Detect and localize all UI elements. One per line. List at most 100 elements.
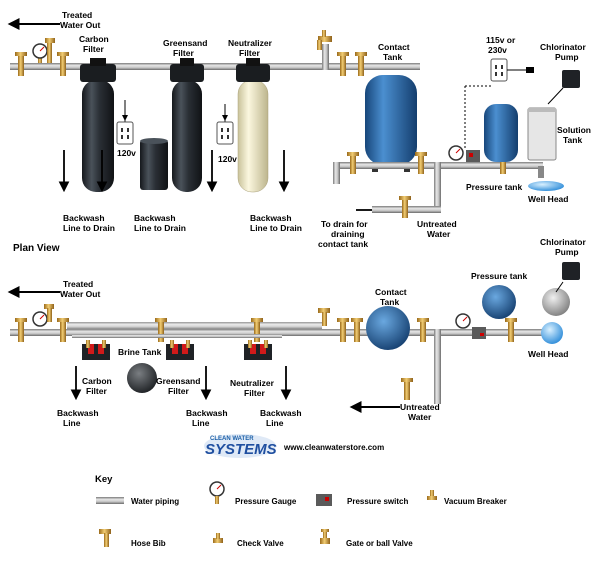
hose-bib-icon (317, 30, 332, 50)
plan-carbon-label-2: Filter (86, 386, 107, 396)
pressure-switch-icon (316, 494, 332, 506)
plan-backwash-carbon-2: Line (63, 418, 81, 428)
carbon-filter-label-2: Filter (83, 44, 104, 54)
carbon-filter-label-1: Carbon (79, 34, 109, 44)
plan-treated-label-2: Water Out (60, 289, 100, 299)
plan-untreated-label-2: Water (408, 412, 432, 422)
key-hose-bib: Hose Bib (131, 539, 166, 548)
outlet-icon (464, 58, 534, 150)
solution-tank-label-1: Solution (557, 125, 591, 135)
well-head-label: Well Head (528, 194, 568, 204)
backwash-greensand-label-2: Line to Drain (134, 223, 186, 233)
key-pressure-gauge: Pressure Gauge (235, 497, 297, 506)
plan-backwash-neutralizer-1: Backwash (260, 408, 302, 418)
voltage-label-2: 230v (488, 45, 507, 55)
contact-tank-label-2: Tank (383, 52, 402, 62)
plan-backwash-greensand-1: Backwash (186, 408, 228, 418)
plan-untreated-pipe (434, 329, 441, 404)
drain-label-2: draining (331, 229, 365, 239)
plan-carbon-filter (82, 340, 110, 360)
plan-contact-label-2: Tank (380, 297, 399, 307)
plan-chlorinator-pump (542, 262, 580, 316)
hose-bib-icon (99, 529, 111, 547)
key-check-valve: Check Valve (237, 539, 284, 548)
neutralizer-filter-label-2: Filter (239, 48, 260, 58)
plan-contact-tank (366, 306, 410, 350)
well-head (528, 166, 564, 191)
untreated-label-2: Water (427, 229, 451, 239)
gate-valve-icon (15, 318, 517, 400)
elevation-main-pipe (10, 63, 420, 70)
pressure-gauge-icon (32, 311, 471, 329)
pressure-gauge-icon (209, 481, 225, 504)
hose-bib-icon (45, 38, 55, 63)
backwash-carbon-label-1: Backwash (63, 213, 105, 223)
chlorinator-pump-label-1: Chlorinator (540, 42, 586, 52)
gate-valve-icon (320, 529, 330, 544)
key-pressure-switch: Pressure switch (347, 497, 408, 506)
plan-chlorinator-label-2: Pump (555, 247, 579, 257)
key-title: Key (95, 474, 113, 485)
plan-pressure-tank (482, 285, 516, 319)
plan-main-pipe (10, 329, 374, 336)
plan-well-head-label: Well Head (528, 349, 568, 359)
greensand-filter-tank (170, 58, 204, 192)
plan-backwash-arrows (70, 366, 292, 401)
water-piping-icon (96, 497, 124, 504)
plan-neutralizer-label-1: Neutralizer (230, 378, 275, 388)
check-valve-icon (213, 533, 223, 543)
backwash-arrows (58, 150, 290, 193)
plan-greensand-label-1: Greensand (156, 376, 200, 386)
pressure-tank (484, 104, 518, 162)
neutralizer-filter-tank (236, 58, 270, 193)
outlet-icon (116, 100, 134, 145)
voltage-label-1: 115v or (486, 35, 516, 45)
plan-chlorinator-label-1: Chlorinator (540, 237, 586, 247)
key-vacuum-breaker: Vacuum Breaker (444, 497, 507, 506)
pressure-gauge-icon (32, 43, 48, 63)
greensand-filter-label-2: Filter (173, 48, 194, 58)
hose-bib-icon (44, 304, 330, 326)
treated-water-out-label-1: Treated (62, 10, 92, 20)
greensand-filter-label-1: Greensand (163, 38, 207, 48)
elevation-drop-pipe (333, 162, 340, 184)
brine-tank (140, 138, 168, 190)
elevation-untreated-pipe (434, 162, 441, 212)
drain-label-1: To drain for (321, 219, 368, 229)
plan-neutralizer-filter (244, 340, 272, 360)
chlorinator-pump (547, 70, 580, 105)
plan-greensand-filter (166, 340, 194, 360)
backwash-neutralizer-label-2: Line to Drain (250, 223, 302, 233)
chlorinator-pump-label-2: Pump (555, 52, 579, 62)
pressure-gauge-icon (448, 145, 464, 161)
pressure-switch-icon (472, 327, 486, 339)
solution-tank (527, 107, 557, 161)
outlet-120v-label-1: 120v (117, 148, 136, 158)
elevation-pipe-riser (322, 44, 329, 70)
backwash-greensand-label-1: Backwash (134, 213, 176, 223)
plan-treated-label-1: Treated (63, 279, 93, 289)
plan-backwash-carbon-1: Backwash (57, 408, 99, 418)
contact-tank (365, 75, 417, 172)
outlet-icon (216, 104, 234, 145)
treated-water-out-label-2: Water Out (60, 20, 100, 30)
neutralizer-filter-label-1: Neutralizer (228, 38, 273, 48)
key-gate-valve: Gate or ball Valve (346, 539, 413, 548)
drain-label-3: contact tank (318, 239, 368, 249)
backwash-carbon-label-2: Line to Drain (63, 223, 115, 233)
plan-well-head (541, 322, 563, 344)
